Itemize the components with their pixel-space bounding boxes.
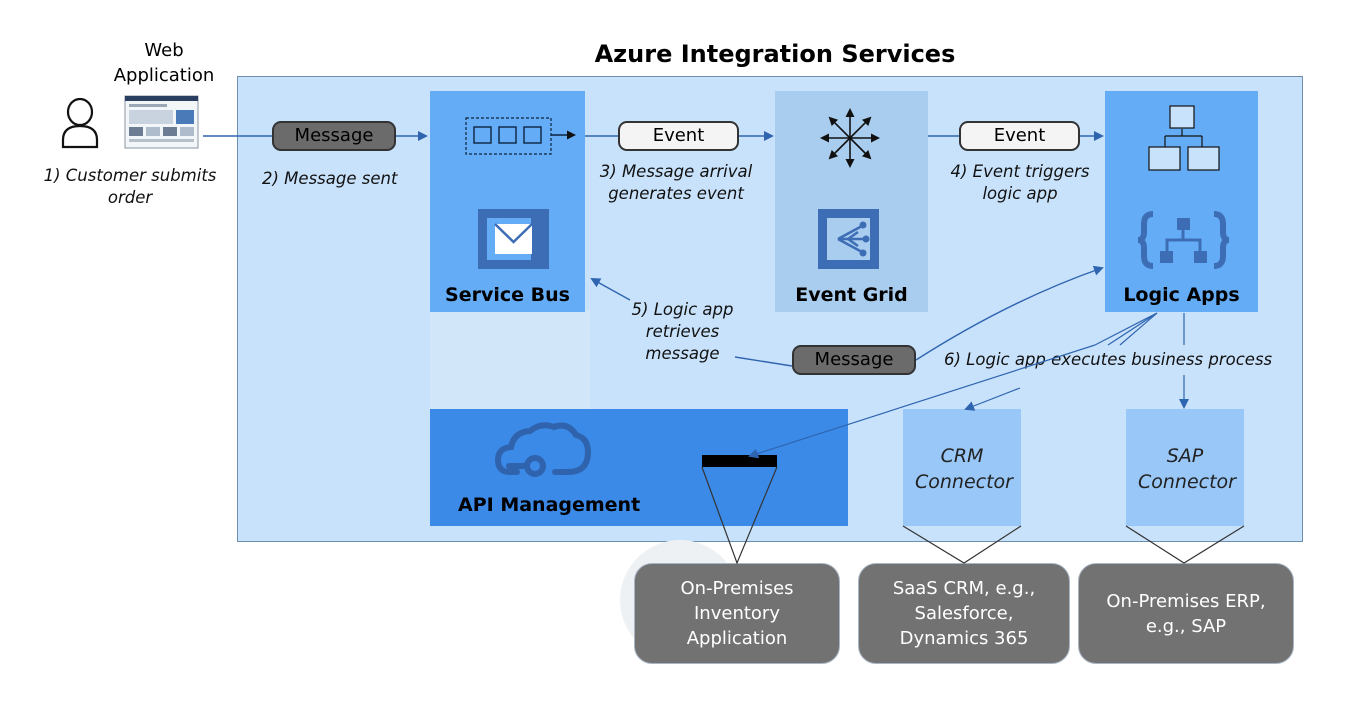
- arrow-logic-to-api-management: [748, 344, 1096, 459]
- crm-connector-box[interactable]: CRM Connector: [903, 409, 1021, 526]
- event-grid-burst-icon: [820, 108, 880, 168]
- arrow-message-to-logic-apps: [915, 265, 1104, 361]
- event-pill-arrival: Event: [618, 121, 739, 151]
- message-pill-retrieved: Message: [792, 345, 916, 375]
- diagram-title: Azure Integration Services: [594, 40, 956, 68]
- sap-connector-box[interactable]: SAP Connector: [1126, 409, 1244, 526]
- service-bus-box[interactable]: Service Bus: [430, 91, 585, 312]
- logic-apps-label: Logic Apps: [1123, 284, 1240, 306]
- fan-line-2: [1107, 312, 1158, 346]
- endpoint-connection-lines: [701, 466, 1245, 565]
- api-management-box[interactable]: API Management: [430, 409, 848, 526]
- step-2-text: 2) Message sent: [262, 169, 398, 188]
- step-3-text: 3) Message arrival generates event: [599, 162, 753, 203]
- logic-apps-box[interactable]: Logic Apps: [1105, 91, 1258, 312]
- api-management-cloud-icon: [494, 422, 592, 477]
- arrow-logic-to-crm-connector: [964, 387, 1021, 411]
- event-pill-trigger: Event: [959, 121, 1080, 151]
- queue-icon: [465, 117, 576, 155]
- step-4-text: 4) Event triggers logic app: [950, 162, 1090, 203]
- step-5-text: 5) Logic app retrieves message: [631, 300, 734, 363]
- message-pill-sent: Message: [272, 121, 396, 151]
- api-management-label: API Management: [458, 494, 641, 516]
- workflow-diagram-icon: [1148, 105, 1220, 171]
- event-grid-box[interactable]: Event Grid: [775, 91, 928, 312]
- logic-apps-product-icon: [1137, 211, 1230, 269]
- crm-connector-label: CRM Connector: [915, 445, 1013, 493]
- service-bus-label: Service Bus: [445, 284, 570, 306]
- line-retrieve-message: [734, 356, 793, 367]
- web-application-screenshot-icon: [124, 95, 199, 149]
- web-application-label: Web Application: [113, 40, 215, 86]
- inventory-application-box[interactable]: On-Premises Inventory Application: [634, 563, 840, 664]
- backdrop-blur-left: [430, 310, 590, 410]
- step-1-text: 1) Customer submits order: [43, 166, 217, 207]
- sap-connector-label: SAP Connector: [1138, 445, 1236, 493]
- event-grid-product-icon: [818, 209, 879, 269]
- event-grid-label: Event Grid: [795, 284, 908, 306]
- customer-person-icon: [61, 97, 99, 149]
- arrow-retrieve-to-service-bus: [590, 278, 631, 301]
- fan-line-3: [1119, 312, 1158, 346]
- service-bus-envelope-icon: [478, 209, 549, 269]
- fan-line-1: [1094, 312, 1158, 346]
- step-6-text: 6) Logic app executes business process: [944, 350, 1273, 369]
- saas-crm-box[interactable]: SaaS CRM, e.g., Salesforce, Dynamics 365: [858, 563, 1070, 664]
- api-gateway-bar-icon: [702, 455, 777, 467]
- on-premises-erp-box[interactable]: On-Premises ERP, e.g., SAP: [1078, 563, 1294, 664]
